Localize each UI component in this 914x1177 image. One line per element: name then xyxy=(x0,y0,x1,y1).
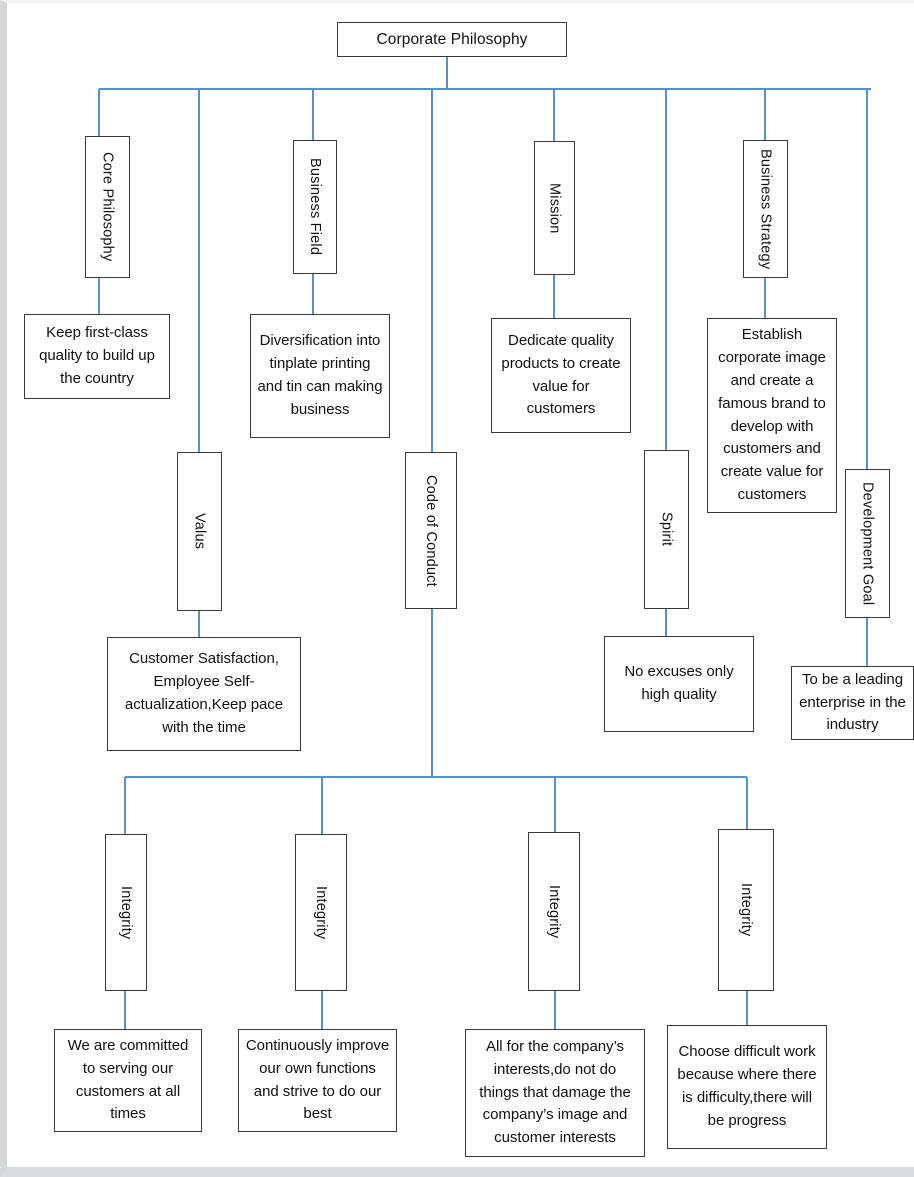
node-label: Integrity xyxy=(313,885,330,940)
detail-text: Diversification into tinplate printing a… xyxy=(257,332,383,418)
node-business-field[interactable]: Business Field xyxy=(293,140,337,274)
node-core-philosophy[interactable]: Core Philosophy xyxy=(85,136,130,278)
node-label: Integrity xyxy=(738,883,755,937)
node-spirit[interactable]: Spirit xyxy=(644,450,689,609)
detail-text: No excuses only high quality xyxy=(624,663,734,703)
node-code-of-conduct[interactable]: Code of Conduct xyxy=(405,452,457,609)
detail-integrity-2[interactable]: Continuously improve our own functions a… xyxy=(238,1029,397,1132)
detail-integrity-4[interactable]: Choose difficult work because where ther… xyxy=(667,1025,827,1149)
node-label: Business Field xyxy=(307,158,324,256)
node-integrity-2[interactable]: Integrity xyxy=(295,834,347,991)
node-label: Corporate Philosophy xyxy=(376,30,528,48)
detail-text: Continuously improve our own functions a… xyxy=(245,1036,390,1123)
detail-integrity-3[interactable]: All for the company’s interests,do not d… xyxy=(465,1029,645,1157)
node-label: Integrity xyxy=(546,884,563,939)
detail-valus[interactable]: Customer Satisfaction, Employee Self-act… xyxy=(107,637,301,751)
node-valus[interactable]: Valus xyxy=(177,452,222,611)
detail-integrity-1[interactable]: We are committed to serving our customer… xyxy=(54,1029,202,1132)
node-corporate-philosophy[interactable]: Corporate Philosophy xyxy=(337,22,567,57)
node-integrity-4[interactable]: Integrity xyxy=(718,829,774,991)
detail-business-field[interactable]: Diversification into tinplate printing a… xyxy=(250,314,390,438)
node-business-strategy[interactable]: Business Strategy xyxy=(743,140,788,278)
detail-text: Customer Satisfaction, Employee Self-act… xyxy=(124,650,284,736)
diagram-canvas: Corporate Philosophy Core Philosophy Bus… xyxy=(7,3,914,1167)
node-mission[interactable]: Mission xyxy=(534,141,575,275)
detail-text: To be a leading enterprise in the indust… xyxy=(799,670,906,734)
node-integrity-1[interactable]: Integrity xyxy=(105,834,147,991)
detail-spirit[interactable]: No excuses only high quality xyxy=(604,636,754,732)
detail-core-philosophy[interactable]: Keep first-class quality to build up the… xyxy=(24,314,170,399)
detail-text: Choose difficult work because where ther… xyxy=(677,1043,817,1129)
node-label: Integrity xyxy=(118,885,135,940)
detail-text: We are committed to serving our customer… xyxy=(67,1036,189,1123)
node-label: Core Philosophy xyxy=(99,152,116,262)
node-label: Spirit xyxy=(658,512,675,547)
detail-development-goal[interactable]: To be a leading enterprise in the indust… xyxy=(791,666,914,740)
node-label: Business Strategy xyxy=(757,148,774,270)
node-label: Code of Conduct xyxy=(423,474,440,587)
node-label: Valus xyxy=(191,513,208,550)
detail-text: Keep first-class quality to build up the… xyxy=(39,324,155,387)
detail-text: Establish corporate image and create a f… xyxy=(718,326,826,503)
detail-mission[interactable]: Dedicate quality products to create valu… xyxy=(491,318,631,433)
node-label: Development Goal xyxy=(859,481,876,606)
node-integrity-3[interactable]: Integrity xyxy=(528,832,580,991)
detail-business-strategy[interactable]: Establish corporate image and create a f… xyxy=(707,318,837,513)
node-label: Mission xyxy=(546,182,563,234)
node-development-goal[interactable]: Development Goal xyxy=(845,469,890,618)
detail-text: Dedicate quality products to create valu… xyxy=(501,331,621,418)
detail-text: All for the company’s interests,do not d… xyxy=(479,1038,631,1147)
